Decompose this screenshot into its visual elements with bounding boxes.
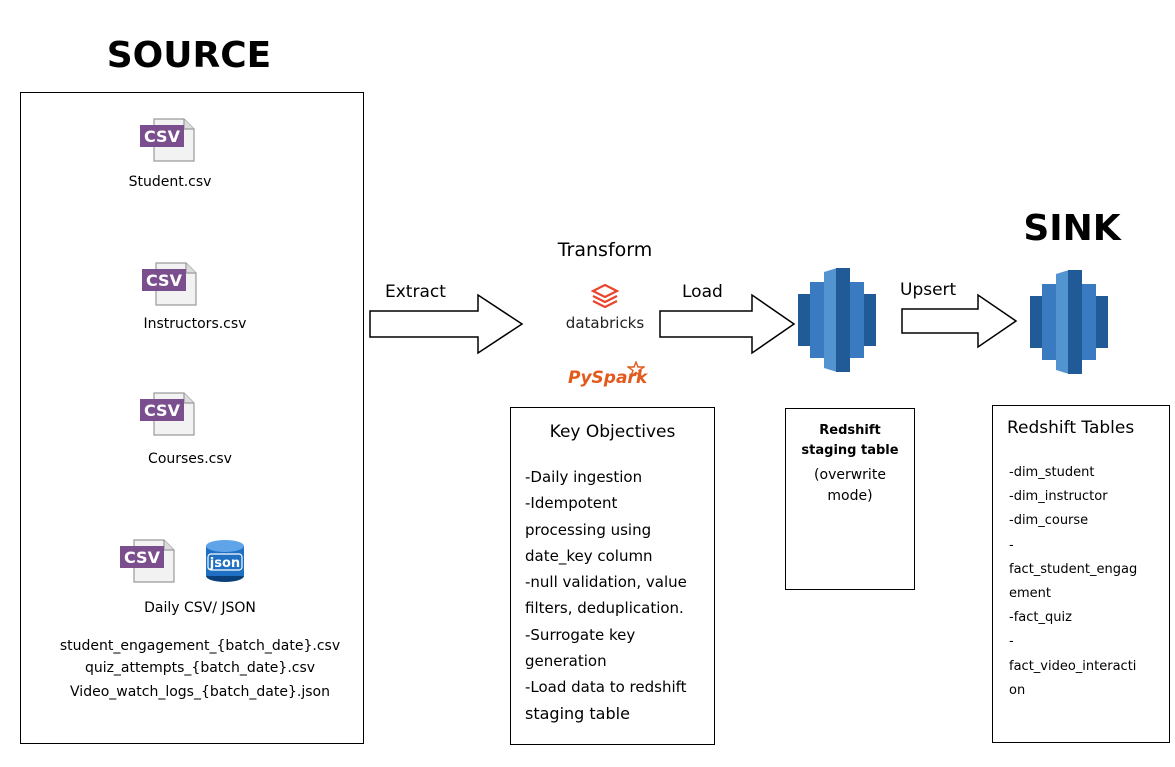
table-line: -: [1009, 634, 1014, 650]
objective-line: staging table: [525, 703, 630, 723]
svg-text:CSV: CSV: [146, 271, 183, 290]
svg-text:json: json: [209, 556, 240, 571]
table-line: -dim_course: [1009, 513, 1089, 529]
objective-line: date_key column: [525, 546, 653, 565]
daily-file-video: Video_watch_logs_{batch_date}.json: [70, 684, 330, 700]
load-arrow: [659, 293, 796, 355]
staging-mode-line: mode): [827, 488, 873, 504]
objective-line: -Surrogate key: [525, 625, 636, 644]
csv-file-icon: CSV: [142, 262, 197, 306]
instructors-csv-label: Instructors.csv: [143, 316, 247, 332]
staging-mode: (overwrite mode): [786, 465, 914, 507]
redshift-tables-list: -dim_student -dim_instructor -dim_course…: [1009, 461, 1137, 703]
table-line: fact_video_interacti: [1009, 658, 1137, 674]
table-line: -dim_student: [1009, 465, 1095, 480]
csv-file-icon: CSV: [120, 539, 175, 583]
staging-title-line: staging table: [801, 443, 899, 458]
pyspark-spark-text: Spark: [591, 368, 648, 388]
redshift-tables-title: Redshift Tables: [1007, 418, 1135, 438]
objective-line: -Idempotent: [525, 494, 618, 513]
pyspark-logo: PySpark: [568, 368, 647, 388]
daily-files-label: Daily CSV/ JSON: [144, 600, 256, 616]
json-file-icon: json: [206, 540, 244, 582]
key-objectives-panel: Key Objectives -Daily ingestion -Idempot…: [510, 407, 715, 745]
courses-csv-label: Courses.csv: [148, 451, 232, 467]
staging-title-line: Redshift: [819, 423, 881, 438]
objective-line: -Daily ingestion: [525, 468, 643, 486]
objective-line: -Load data to redshift: [525, 678, 687, 697]
key-objectives-list: -Daily ingestion -Idempotent processing …: [525, 464, 687, 727]
transform-label: Transform: [557, 239, 653, 261]
csv-file-icon: CSV: [140, 118, 195, 162]
table-line: -dim_instructor: [1009, 489, 1108, 505]
redshift-sink-icon: [1030, 270, 1108, 374]
databricks-logo-icon: [590, 283, 620, 309]
key-objectives-title: Key Objectives: [549, 422, 676, 442]
csv-badge-text: CSV: [144, 127, 181, 146]
table-line: -fact_quiz: [1009, 610, 1072, 626]
databricks-text: databricks: [565, 314, 645, 332]
upsert-arrow: [901, 293, 1018, 349]
objective-line: generation: [525, 652, 607, 671]
table-line: ement: [1009, 586, 1051, 602]
student-csv-label: Student.csv: [128, 174, 212, 190]
extract-label: Extract: [385, 282, 446, 302]
objective-line: processing using: [525, 520, 652, 539]
sink-heading: SINK: [1023, 208, 1121, 249]
table-line: fact_student_engag: [1009, 561, 1138, 577]
svg-text:CSV: CSV: [144, 401, 181, 420]
objective-line: filters, deduplication.: [525, 599, 684, 618]
pyspark-py-text: Py: [568, 368, 592, 388]
redshift-staging-icon: [798, 268, 876, 372]
source-heading: SOURCE: [106, 35, 272, 76]
redshift-tables-panel: Redshift Tables -dim_student -dim_instru…: [992, 405, 1170, 743]
extract-arrow: [369, 293, 524, 355]
svg-text:CSV: CSV: [124, 548, 161, 567]
daily-file-engagement: student_engagement_{batch_date}.csv: [59, 638, 341, 654]
upsert-label: Upsert: [900, 280, 957, 300]
staging-mode-line: (overwrite: [814, 467, 886, 483]
table-line: on: [1009, 682, 1026, 698]
spark-star-icon: [627, 361, 645, 377]
table-line: -: [1009, 537, 1014, 553]
daily-file-quiz: quiz_attempts_{batch_date}.csv: [84, 660, 316, 676]
load-label: Load: [682, 282, 723, 302]
csv-file-icon: CSV: [140, 392, 195, 436]
staging-title: Redshift staging table: [786, 421, 914, 461]
objective-line: -null validation, value: [525, 573, 687, 592]
staging-table-panel: Redshift staging table (overwrite mode): [785, 408, 915, 590]
